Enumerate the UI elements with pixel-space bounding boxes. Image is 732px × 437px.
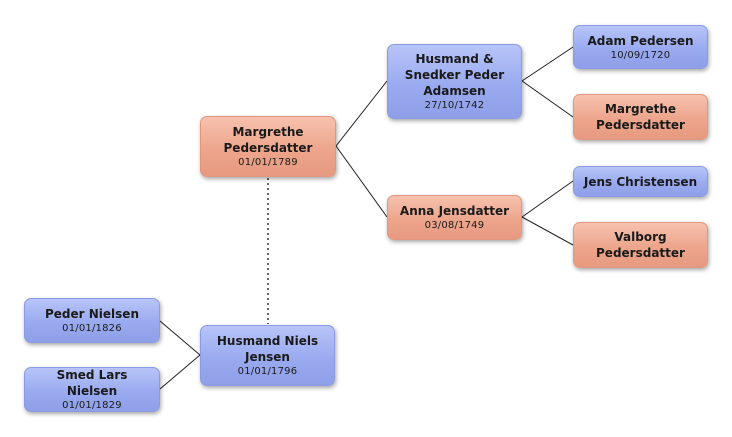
person-name: Margrethe Pedersdatter xyxy=(596,102,685,132)
person-date: 27/10/1742 xyxy=(424,100,485,111)
person-node-lars-nielsen[interactable]: Smed Lars Nielsen 01/01/1829 xyxy=(24,367,160,412)
person-name: Margrethe Pedersdatter xyxy=(223,125,313,155)
person-node-valborg-pedersdatter[interactable]: Valborg Pedersdatter xyxy=(573,222,708,268)
person-name: Adam Pedersen xyxy=(587,33,694,48)
person-date: 01/01/1829 xyxy=(62,400,122,411)
person-name: Anna Jensdatter xyxy=(399,204,510,218)
person-node-peder-nielsen[interactable]: Peder Nielsen 01/01/1826 xyxy=(24,298,160,343)
person-date: 03/08/1749 xyxy=(424,220,485,231)
person-node-adam-pedersen[interactable]: Adam Pedersen 10/09/1720 xyxy=(573,25,708,69)
person-date: 01/01/1796 xyxy=(237,366,298,377)
person-date: 01/01/1789 xyxy=(238,157,298,168)
person-name: Smed Lars Nielsen xyxy=(56,368,128,398)
person-name: Valborg Pedersdatter xyxy=(596,230,685,260)
connector-niels-to-lars xyxy=(159,354,201,390)
person-name: Husmand Niels Jensen xyxy=(216,334,319,364)
person-date: 10/09/1720 xyxy=(610,49,671,61)
connector-anna-to-jens xyxy=(521,180,574,218)
person-node-jens-christensen[interactable]: Jens Christensen xyxy=(573,166,708,197)
person-name: Jens Christensen xyxy=(583,174,698,189)
person-node-margrethe-pedersdatter-mother[interactable]: Margrethe Pedersdatter xyxy=(573,94,708,140)
connector-anna-to-valborg xyxy=(521,216,574,246)
person-name: Husmand & Snedker Peder Adamsen xyxy=(404,52,505,98)
connector-margrethe-to-peder-adamsen xyxy=(335,80,388,147)
person-node-niels-jensen[interactable]: Husmand Niels Jensen 01/01/1796 xyxy=(200,325,335,386)
person-node-margrethe-pedersdatter-1789[interactable]: Margrethe Pedersdatter 01/01/1789 xyxy=(200,116,336,177)
connector-niels-to-peder-nielsen xyxy=(159,320,201,356)
person-node-peder-adamsen[interactable]: Husmand & Snedker Peder Adamsen 27/10/17… xyxy=(387,44,522,119)
person-date: 01/01/1826 xyxy=(62,323,122,334)
connector-margrethe-to-anna xyxy=(335,145,388,218)
connector-peder-adamsen-to-margrethe-mother xyxy=(521,80,574,118)
connector-peder-adamsen-to-adam xyxy=(521,46,574,82)
person-node-anna-jensdatter[interactable]: Anna Jensdatter 03/08/1749 xyxy=(387,195,522,240)
person-name: Peder Nielsen xyxy=(45,307,139,321)
